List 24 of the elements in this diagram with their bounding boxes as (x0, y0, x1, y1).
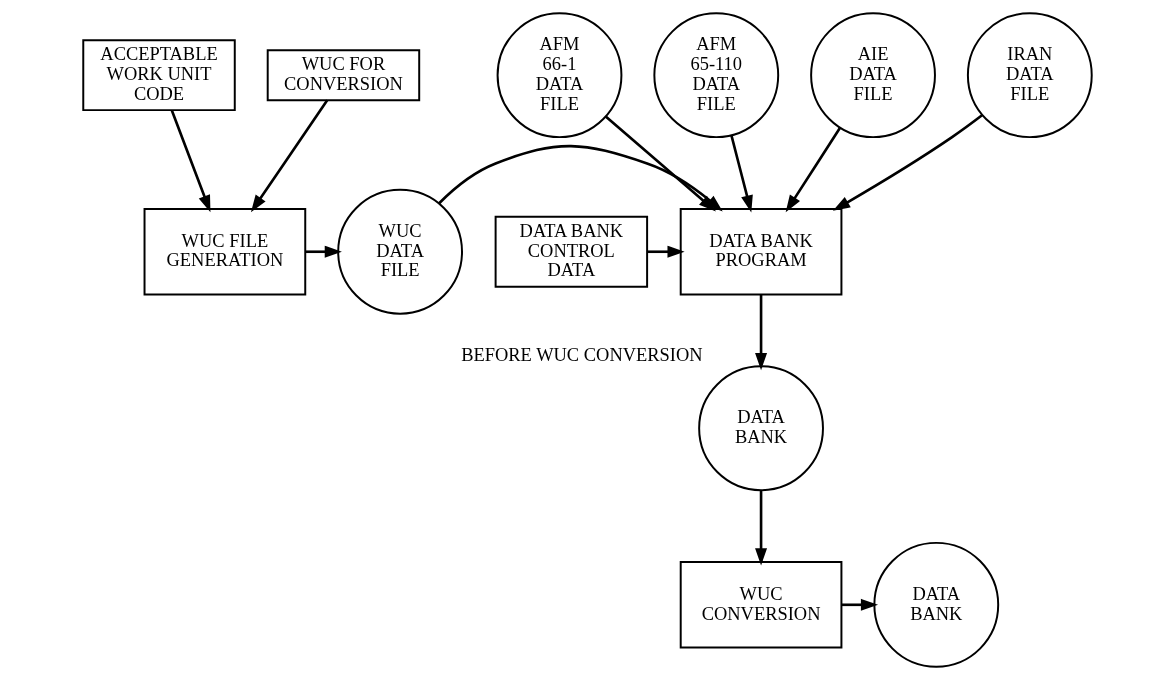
node-circle: WUC DATA FILE (336, 188, 463, 315)
node-circle: IRAN DATA FILE (966, 12, 1093, 139)
arrow (646, 245, 685, 258)
arrow (250, 99, 328, 213)
node-circle: DATA BANK (872, 541, 999, 668)
node-box: WUC FOR CONVERSION (266, 49, 420, 102)
node-circle: AFM 66-1 DATA FILE (496, 12, 622, 139)
arrow (832, 114, 983, 211)
node-box: WUC CONVERSION (679, 561, 842, 649)
arrow (304, 245, 342, 258)
node-label: BEFORE WUC CONVERSION (460, 345, 703, 366)
arrow (754, 490, 767, 566)
node-box: DATA BANK CONTROL DATA (494, 215, 648, 288)
arrow (841, 598, 878, 611)
arrow (729, 135, 753, 213)
node-box: ACCEPTABLE WORK UNIT CODE (81, 39, 236, 112)
arrow (785, 127, 841, 213)
node-circle: DATA BANK (697, 365, 824, 492)
arrow (754, 294, 767, 371)
node-circle: AFM 65-110 DATA FILE (652, 12, 779, 139)
node-circle: AIE DATA FILE (809, 12, 936, 139)
node-box: WUC FILE GENERATION (143, 207, 306, 296)
arrow (170, 110, 210, 213)
node-box: DATA BANK PROGRAM (679, 207, 842, 296)
